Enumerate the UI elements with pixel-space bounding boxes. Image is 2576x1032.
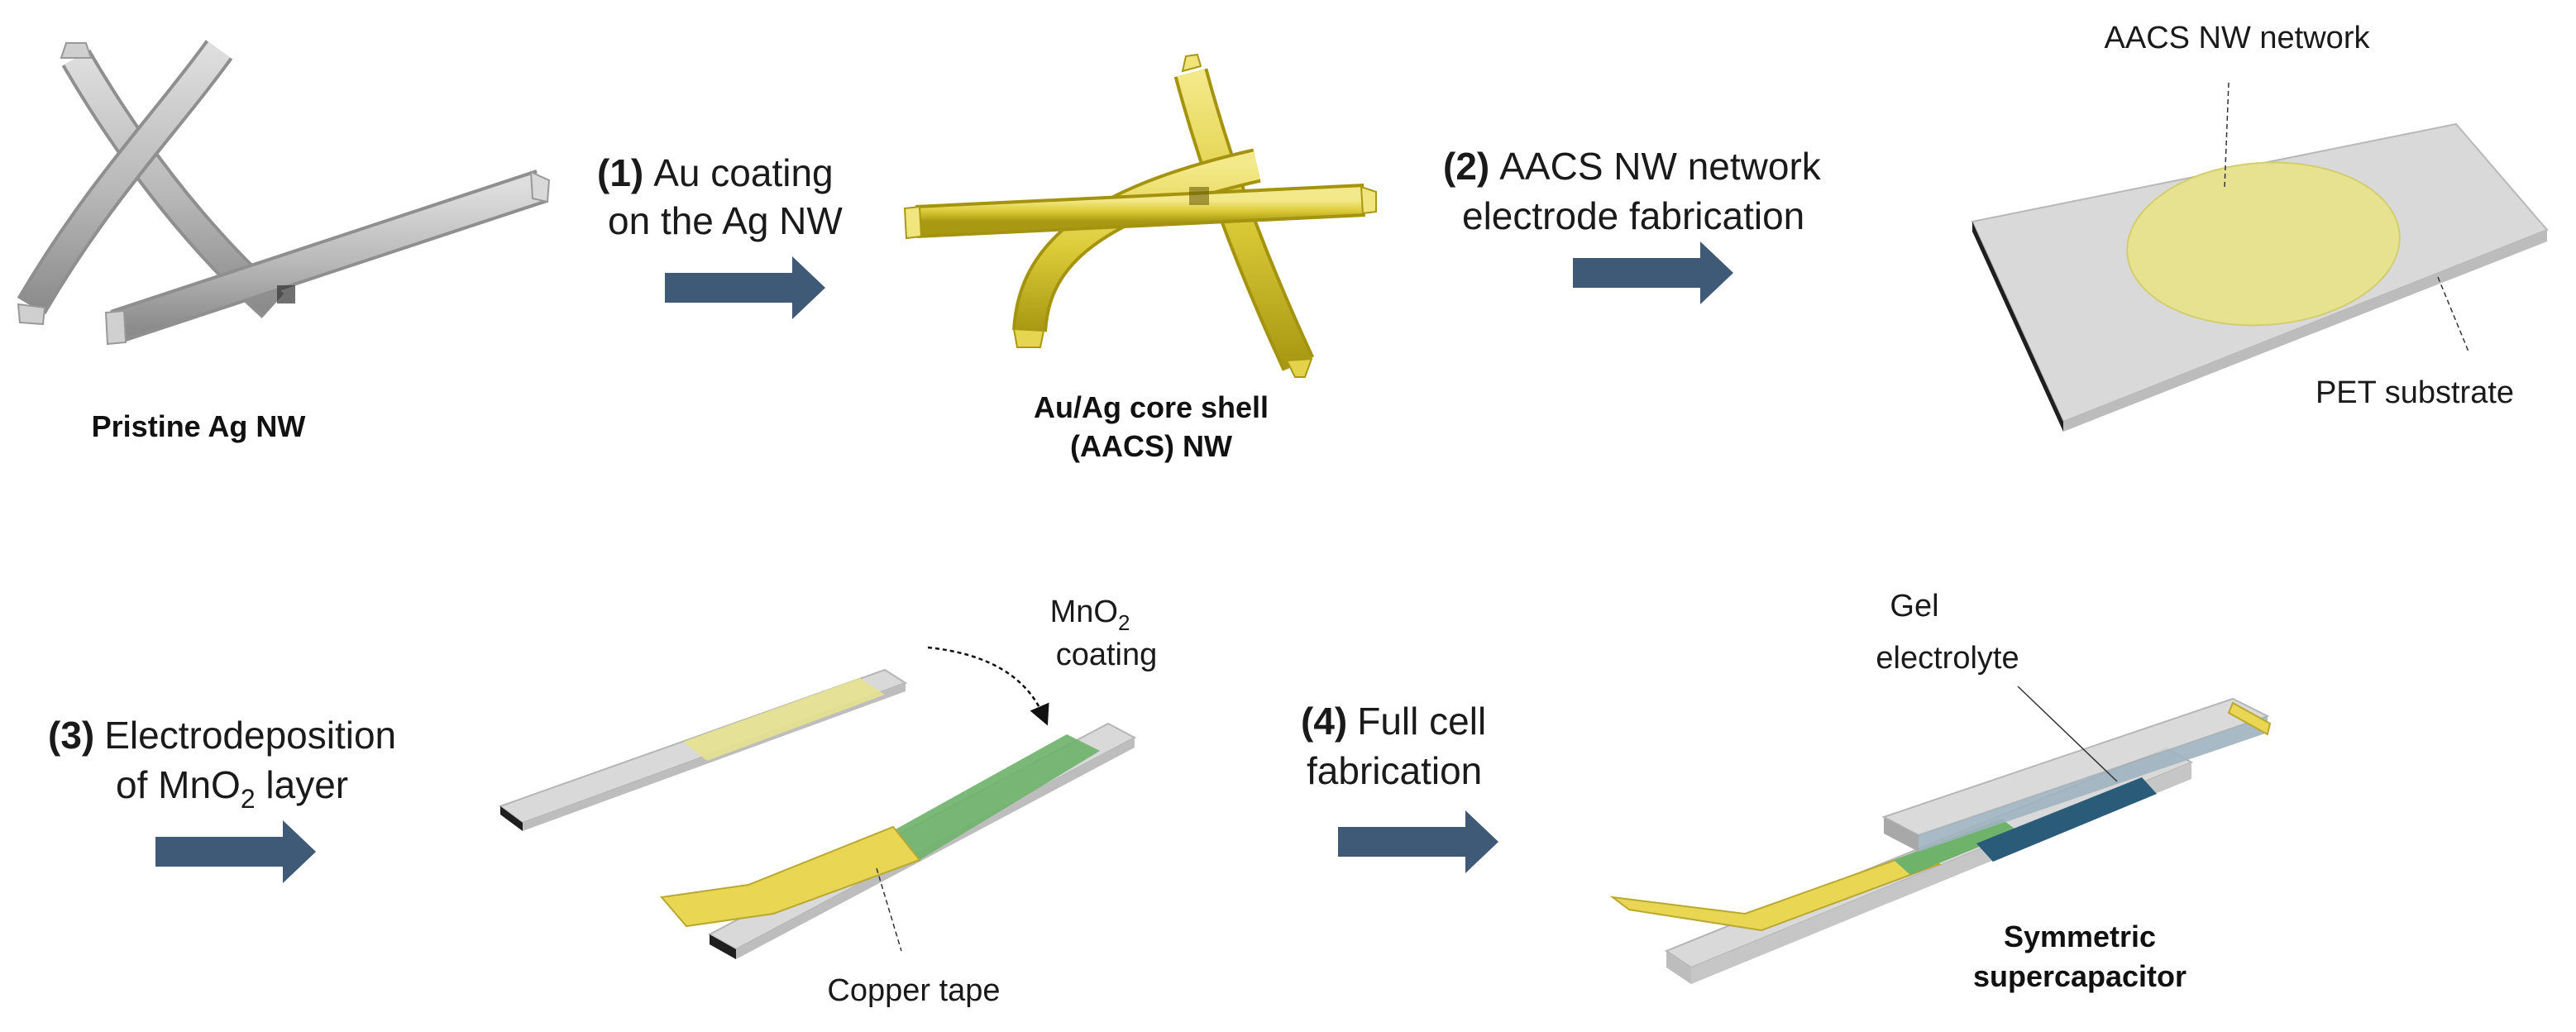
- svg-text:MnO2: MnO2: [1050, 595, 1130, 635]
- copper-tape: [660, 825, 921, 928]
- step-2-line2: electrode fabrication: [1462, 194, 1804, 237]
- label-coating: coating: [1056, 638, 1158, 672]
- step-2-arrow: [1573, 241, 1733, 304]
- caption-aacs-line1: Au/Ag core shell: [1034, 390, 1269, 424]
- caption-symmetric-line1: Symmetric: [2004, 920, 2156, 953]
- caption-symmetric-supercapacitor: Symmetric supercapacitor: [1973, 920, 2186, 993]
- svg-text:(4)Full cell: (4)Full cell: [1301, 700, 1486, 743]
- label-aacs-nw-network: AACS NW network: [2105, 21, 2371, 55]
- step-3-label: (3)Electrodeposition of MnO2 layer: [48, 714, 396, 814]
- label-gel-line1: Gel: [1890, 589, 1938, 624]
- gel-electrolyte-layer: [1976, 777, 2157, 862]
- label-mno2-pre: MnO: [1050, 595, 1118, 629]
- aacs-nw-network-film: [2126, 161, 2401, 327]
- symmetric-supercapacitor-device: [1609, 686, 2272, 984]
- step-1-line2: on the Ag NW: [608, 199, 843, 242]
- caption-pristine-ag-nw: Pristine Ag NW: [92, 409, 306, 443]
- mno2-layer: [885, 734, 1100, 860]
- label-gel-line2: electrolyte: [1876, 641, 2019, 676]
- caption-symmetric-line2: supercapacitor: [1973, 959, 2186, 993]
- label-mno2-sub: 2: [1118, 610, 1130, 635]
- step-4-label: (4)Full cell fabrication: [1301, 700, 1486, 792]
- step-2-number: (2): [1443, 145, 1489, 188]
- step-3-line1: Electrodeposition: [104, 714, 396, 757]
- step-4-line1: Full cell: [1357, 700, 1486, 743]
- step-1-number: (1): [597, 151, 643, 194]
- step-3-line2-sub: 2: [241, 784, 256, 814]
- step-2-label: (2)AACS NW network electrode fabrication: [1443, 145, 1822, 237]
- caption-aacs-nw: Au/Ag core shell (AACS) NW: [1034, 390, 1269, 463]
- label-mno2-coating: MnO2 coating: [1050, 595, 1158, 672]
- electrode-strips: [498, 668, 1137, 959]
- step-1-line1: Au coating: [653, 151, 833, 194]
- label-copper-tape: Copper tape: [827, 973, 1000, 1008]
- svg-text:(1)Au coating: (1)Au coating: [597, 151, 834, 194]
- aacs-gold-nanowires: [903, 53, 1377, 378]
- step-1-label: (1)Au coating on the Ag NW: [597, 151, 843, 242]
- label-gel-electrolyte: Gel electrolyte: [1876, 589, 2019, 676]
- step-2-line1: AACS NW network: [1499, 145, 1822, 188]
- step-1-arrow: [665, 256, 825, 319]
- pet-substrate-electrode: [1971, 82, 2549, 432]
- step-3-number: (3): [48, 714, 94, 757]
- label-pet-substrate: PET substrate: [2316, 375, 2514, 410]
- step-3-arrow: [155, 820, 316, 883]
- step-4-line2: fabrication: [1307, 749, 1482, 792]
- pristine-ag-nanowires: [17, 40, 551, 346]
- svg-text:(2)AACS NW network: (2)AACS NW network: [1443, 145, 1822, 188]
- svg-text:(3)Electrodeposition: (3)Electrodeposition: [48, 714, 396, 757]
- svg-text:of MnO2 layer: of MnO2 layer: [116, 763, 348, 814]
- caption-aacs-line2: (AACS) NW: [1070, 429, 1232, 463]
- step-3-line2-post: layer: [256, 763, 348, 806]
- nw-film-on-strip: [683, 678, 885, 761]
- step-4-arrow: [1338, 810, 1498, 873]
- step-3-line2-pre: of MnO: [116, 763, 241, 806]
- step-4-number: (4): [1301, 700, 1347, 743]
